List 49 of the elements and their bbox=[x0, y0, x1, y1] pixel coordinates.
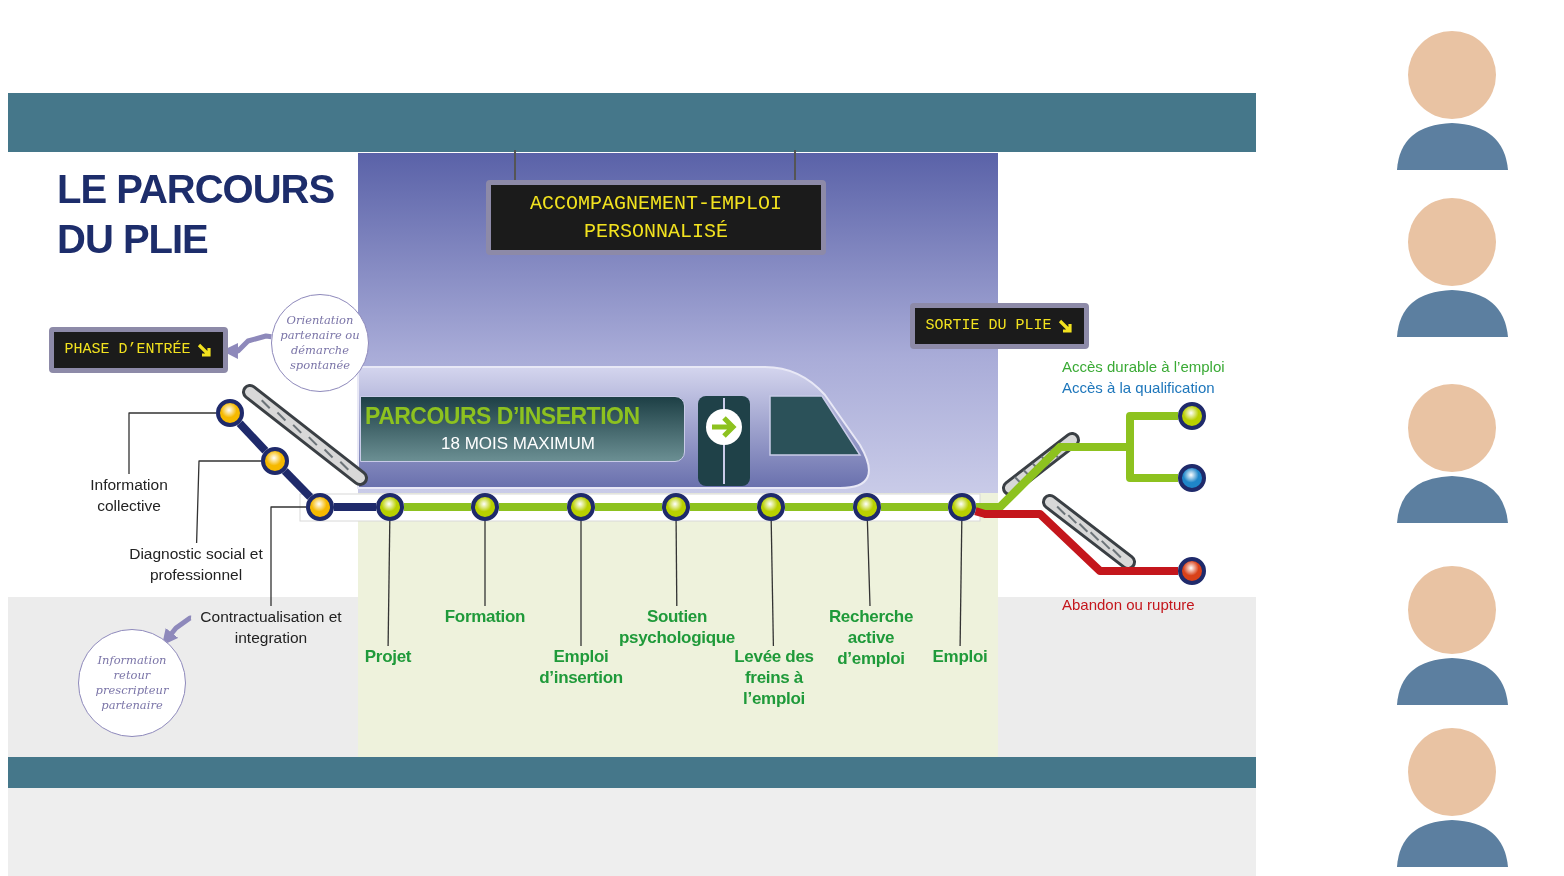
note-circle: Orientation partenaire ou démarche spontanée bbox=[271, 294, 369, 392]
leader-line bbox=[866, 520, 871, 607]
outcome-label: Abandon ou rupture bbox=[1062, 596, 1195, 613]
track-line bbox=[785, 503, 853, 511]
sign-text: SORTIE DU PLIE bbox=[925, 316, 1052, 336]
station-label: Projet bbox=[343, 646, 433, 667]
station-label: Diagnostic social et professionnel bbox=[111, 543, 281, 585]
display-sign bbox=[49, 327, 228, 373]
station-label: Formation bbox=[430, 606, 540, 627]
leader-line bbox=[128, 412, 217, 475]
train-subheading: 18 MOIS MAXIMUM bbox=[441, 434, 595, 454]
outcome-label: Accès durable à l’emploi bbox=[1062, 358, 1225, 375]
station-dot bbox=[1178, 402, 1206, 430]
leader-line bbox=[580, 520, 582, 647]
station-dot bbox=[216, 399, 244, 427]
leader-line bbox=[770, 520, 775, 647]
track-line bbox=[595, 503, 662, 511]
sign-text: ACCOMPAGNEMENT-EMPLOI PERSONNALISÉ bbox=[528, 190, 783, 245]
station-label: Recherche active d’emploi bbox=[821, 606, 921, 669]
train-window bbox=[360, 396, 685, 462]
track-line bbox=[881, 503, 948, 511]
track-line bbox=[334, 503, 376, 511]
leader-line bbox=[959, 520, 963, 647]
station-dot bbox=[1178, 557, 1206, 585]
leader-line bbox=[195, 460, 262, 544]
track-line bbox=[499, 503, 567, 511]
station-label: Contractualisation et integration bbox=[191, 606, 351, 648]
track-line bbox=[236, 420, 269, 454]
station-dot bbox=[261, 447, 289, 475]
station-label: Emploi d’insertion bbox=[526, 646, 636, 688]
leader-line bbox=[270, 506, 307, 607]
leader-line bbox=[387, 520, 391, 647]
track-line bbox=[974, 507, 1178, 575]
display-sign bbox=[486, 180, 826, 255]
station-dot bbox=[1178, 464, 1206, 492]
leader-line bbox=[675, 520, 678, 607]
station-label: Levée des freins à l’emploi bbox=[724, 646, 824, 709]
display-sign bbox=[910, 303, 1089, 349]
train-heading: PARCOURS D’INSERTION bbox=[365, 403, 640, 430]
diagram-title: LE PARCOURS DU PLIE bbox=[57, 166, 336, 263]
leader-line bbox=[484, 520, 486, 607]
track-line bbox=[690, 503, 757, 511]
station-label: Emploi bbox=[920, 646, 1000, 667]
track-line bbox=[404, 503, 471, 511]
outcome-label: Accès à la qualification bbox=[1062, 379, 1215, 396]
station-label: Information collective bbox=[59, 474, 199, 516]
station-label: Soutien psychologique bbox=[609, 606, 745, 648]
track-line bbox=[281, 468, 314, 500]
sign-text: PHASE D’ENTRÉE bbox=[64, 339, 191, 360]
